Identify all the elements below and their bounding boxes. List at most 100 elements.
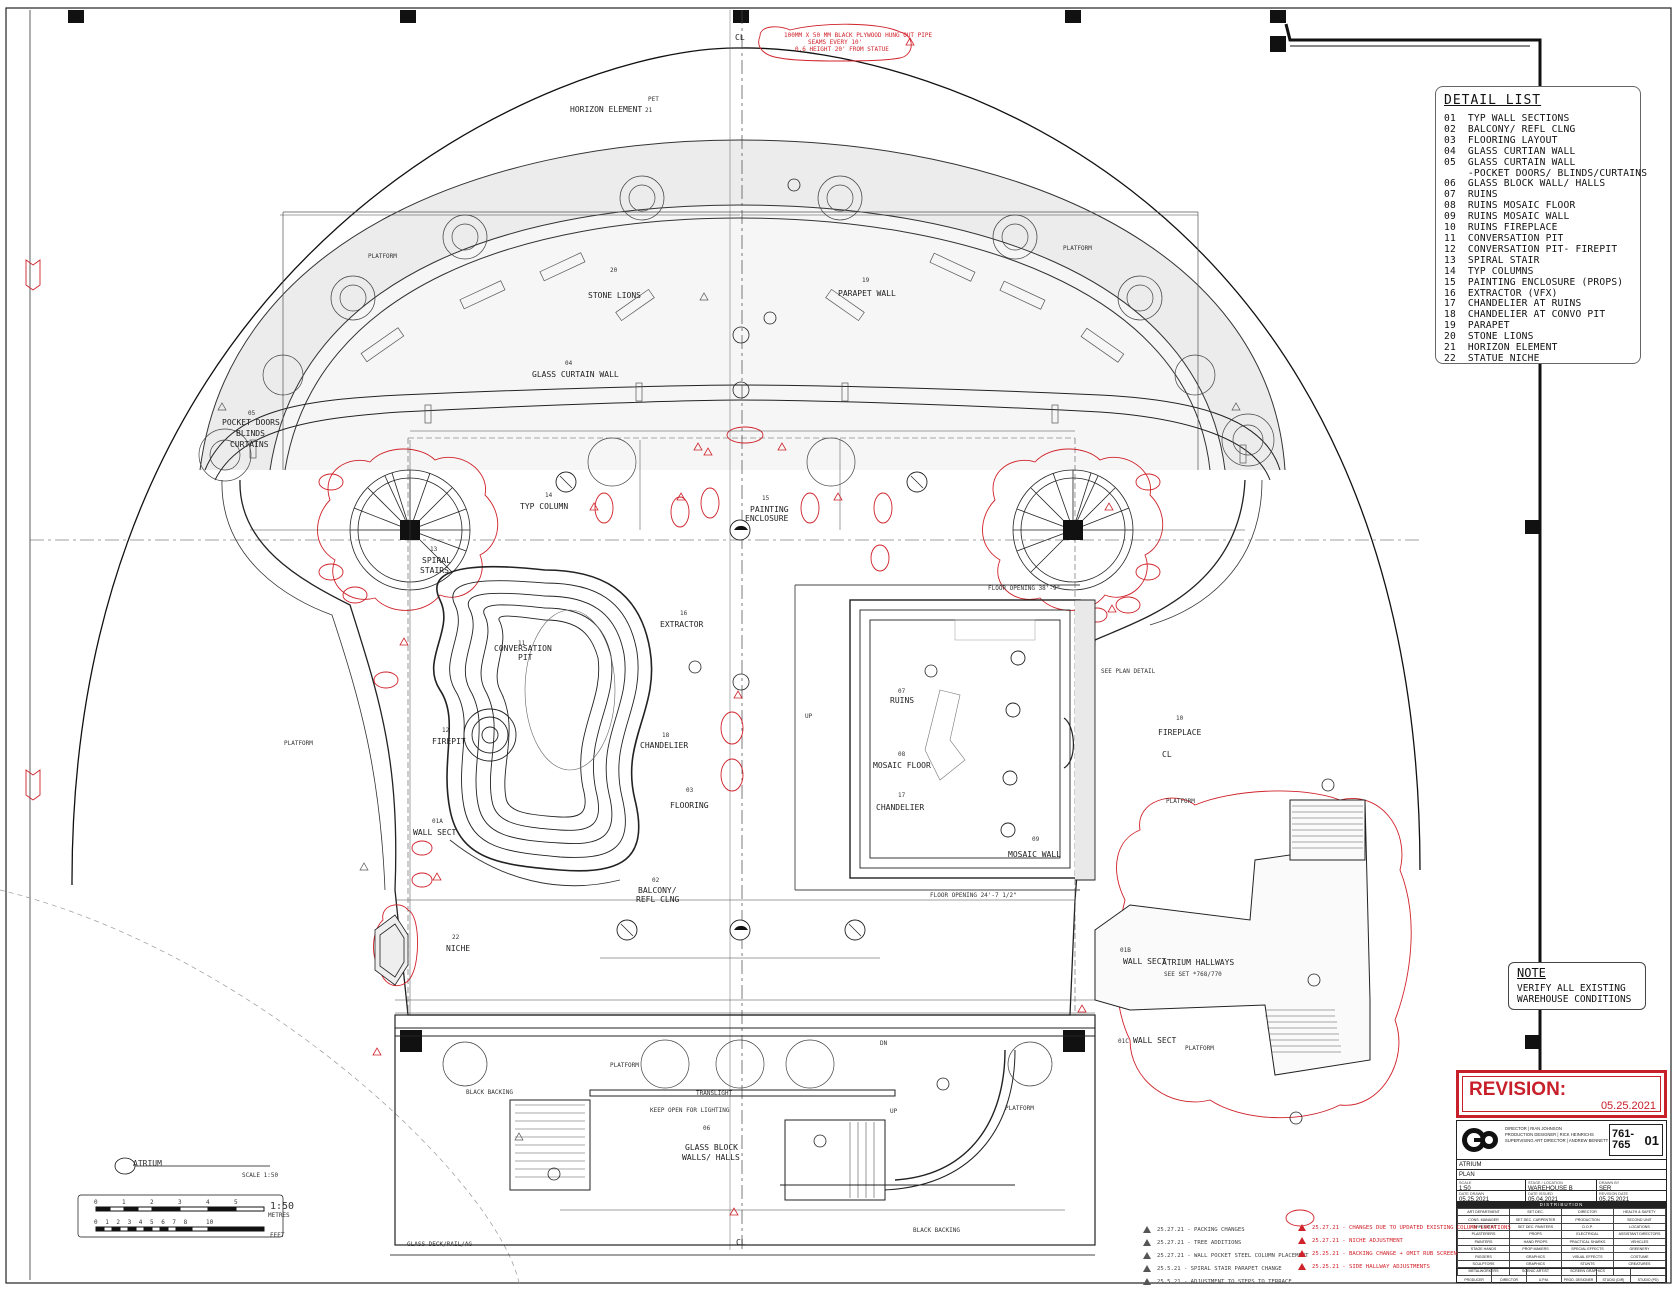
revision-legend-item: 25.27.21 - TREE ADDITIONS [1143,1237,1309,1250]
approval-cell: STUDIO (PD) [1630,1269,1666,1283]
horizon-element-label: HORIZON ELEMENT [570,105,642,114]
revision-clouds [25,23,1412,1227]
metre-tick-label: 0 [94,1199,98,1206]
pocket-doors-label: POCKET DOORS [222,418,280,427]
wall-sect-c-num: 01C [1118,1038,1129,1045]
revision-date-cap: REVISION DATE [1599,1192,1629,1196]
pocket-num: 05 [248,410,256,417]
distribution-cell: PROPS [1509,1230,1562,1239]
stone-lions-label: STONE LIONS [588,291,641,300]
revision-legend-red: 25.27.21 - CHANGES DUE TO UPDATED EXISTI… [1298,1222,1511,1274]
detail-list-item: 02 BALCONY/ REFL CLNG [1444,123,1576,135]
distribution-cell: HAND PROPS [1509,1237,1562,1246]
detail-list-item: 09 RUINS MOSAIC WALL [1444,211,1570,223]
ruins-label: RUINS [890,696,914,705]
conversation-label: CONVERSATION [494,644,552,653]
detail-list-item: 11 CONVERSATION PIT [1444,232,1564,244]
feet-tick-label: 3 [128,1219,132,1226]
distribution-cell: ASSISTANT DIRECTORS [1613,1230,1666,1239]
dn-label: DN [880,1040,888,1047]
pet-label: PET [648,96,659,103]
sheet-number-box: 761-765 01 [1609,1124,1663,1156]
approval-cell: DIRECTOR [1491,1269,1527,1283]
stairs-label: STAIRS [420,566,449,575]
mosaic-floor-num: 08 [898,751,906,758]
firepit-label: FIREPIT [432,737,466,746]
credit-supervising-art-director: SUPERVISING ART DIRECTOR | ANDREW BENNET… [1505,1138,1609,1143]
scale-bar-text: ATRIUM SCALE 1:50 1:50 METRES FEET [133,1159,294,1239]
detail-label: PLAN [1459,1172,1475,1178]
feet-tick-label: 6 [161,1219,165,1226]
parapet-num: 19 [862,277,870,284]
feet-tick-label: 4 [139,1219,143,1226]
revision-label: REVISION: [1469,1079,1567,1100]
wall-sect-b-label: WALL SECT [1123,957,1167,966]
up-label-1: UP [805,713,813,720]
distribution-cell: PRACTICAL SHARKS [1561,1237,1614,1246]
distribution-cell: CREATURES [1613,1259,1666,1269]
cl-right: CL [1162,750,1172,759]
warehouse-columns [68,10,1539,1049]
spiral-num: 13 [430,546,438,553]
platform-label-2: PLATFORM [1063,245,1092,252]
scale-text: SCALE 1:50 [242,1172,279,1179]
detail-list-item: 14 TYP COLUMNS [1444,265,1534,277]
see-set-label: SEE SET *768/770 [1164,971,1222,978]
distribution-cell: STUNTS [1561,1259,1614,1269]
cl-bottom: CL [736,1238,746,1247]
revision-legend-item: 25.27.21 - PACKING CHANGES [1143,1224,1309,1237]
extractor-num: 16 [680,610,688,617]
niche-num: 22 [452,934,460,941]
platform-label-7: PLATFORM [1005,1105,1034,1112]
drawn-by-cap: DRAWN BY [1599,1181,1620,1185]
wall-sect-num: 01A [432,818,443,825]
logo-text: GO [1461,1125,1463,1126]
metre-tick-label: 5 [234,1199,238,1206]
revision-legend-item: 25.25.21 - SIDE HALLWAY ADJUSTMENTS [1298,1261,1511,1274]
platform-label-1: PLATFORM [368,253,397,260]
horizon-num: 21 [645,107,653,114]
stage-cap: STAGE / LOCATION [1527,1181,1563,1185]
revision-triangle-icon [1143,1265,1151,1272]
detail-list-item: 13 SPIRAL STAIR [1444,254,1540,266]
curtains-label: CURTAINS [230,440,269,449]
scale-atrium-label: ATRIUM [133,1159,162,1168]
note-line-1: VERIFY ALL EXISTING [1517,983,1626,994]
revision-legend-item: 25.5.21 - ADJUSTMENT TO STEPS TO TERRACE [1143,1276,1309,1289]
stage-value: WAREHOUSE B [1527,1186,1573,1192]
scale-feet: FEET [270,1232,285,1239]
scale-ratio: 1:50 [270,1201,294,1212]
sheet-number: 01 [1644,1133,1659,1148]
revision-legend-item: 25.25.21 - BACKING CHANGE + OMIT RUB SCR… [1298,1248,1511,1261]
detail-list-item: 08 RUINS MOSAIC FLOOR [1444,200,1576,212]
parapet-wall-label: PARAPET WALL [838,289,896,298]
distribution-cell: SET DEC. [1509,1207,1562,1217]
painting-label-2: ENCLOSURE [745,514,789,523]
feet-tick-label: 5 [150,1219,154,1226]
keep-open-label: KEEP OPEN FOR LIGHTING [650,1107,730,1114]
platform-label-6: PLATFORM [610,1062,639,1069]
distribution-cell: HEALTH & SAFETY [1613,1207,1666,1217]
approval-cell: U.P.M. [1526,1269,1562,1283]
glass-block-label-2: WALLS/ HALLS [682,1153,740,1162]
revision-legend-item: 25.27.21 - CHANGES DUE TO UPDATED EXISTI… [1298,1222,1511,1235]
typ-column-num: 14 [545,492,553,499]
chandelier2-label: CHANDELIER [876,803,924,812]
trees [198,175,1275,1089]
glass-block-num: 06 [703,1125,711,1132]
revision-triangle-icon [1298,1224,1306,1231]
balcony-label: BALCONY/ [638,886,677,895]
flooring-label: FLOORING [670,801,709,810]
detail-list-item: 19 PARAPET [1444,320,1510,332]
credits: DIRECTOR | RIAN JOHNSON PRODUCTION DESIG… [1505,1126,1615,1144]
up-label-2: UP [890,1108,898,1115]
distribution-cell: DIRECTOR [1561,1207,1614,1217]
detail-list-item: 12 CONVERSATION PIT- FIREPIT [1444,243,1618,255]
chandelier-num: 18 [662,732,670,739]
atrium-hallways [1094,799,1371,1076]
platform-label-3: PLATFORM [284,740,313,747]
